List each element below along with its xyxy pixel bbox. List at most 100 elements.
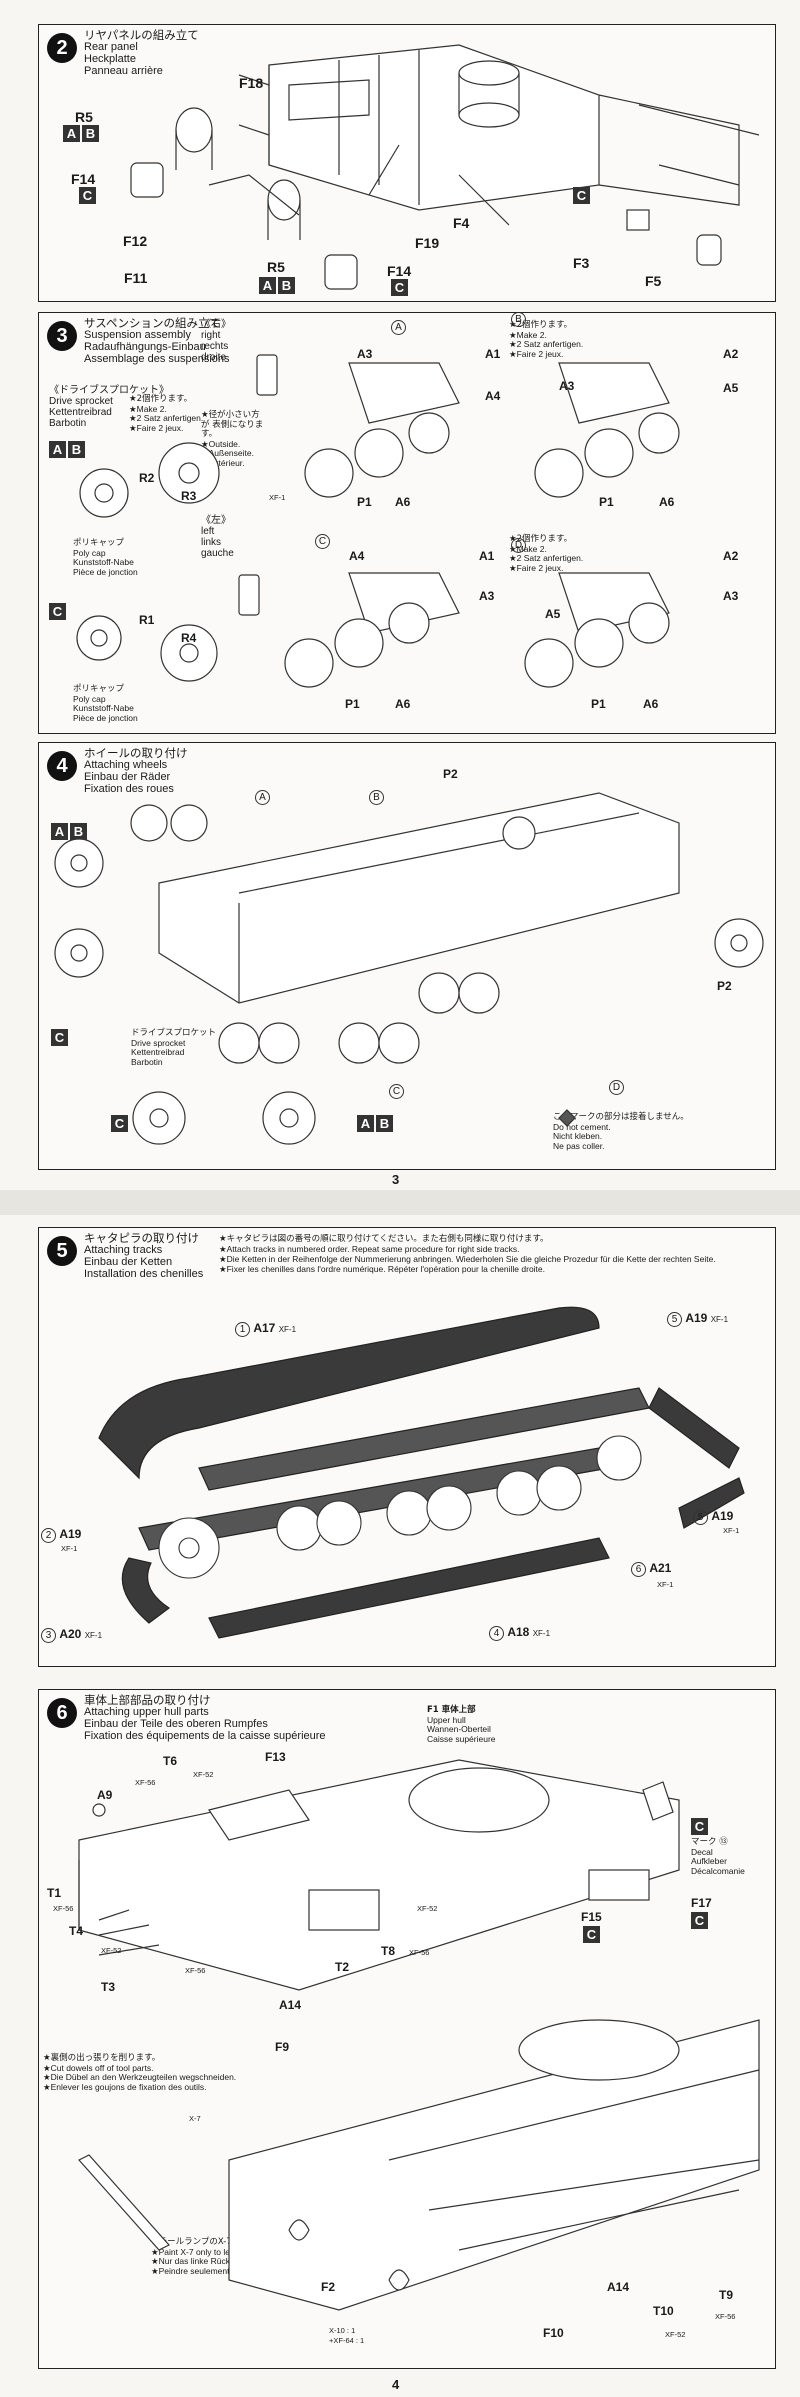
paint-label-x7: X-7	[189, 2114, 201, 2123]
track-label-5-top: 5 A19 XF-1	[667, 1312, 728, 1327]
part-label-t1: T1	[47, 1886, 62, 1900]
make-two-note: ★2個作ります。 ★Make 2. ★2 Satz anfertigen. ★F…	[129, 394, 204, 433]
paint-label-xf52: XF-52	[665, 2330, 686, 2339]
part-label-p1: P1	[357, 495, 372, 509]
step-number: 2	[47, 33, 77, 63]
instruction-page-3: 2 リヤパネルの組み立て Rear panel Heckplatte Panne…	[0, 0, 800, 1190]
paint-label-xf56: XF-56	[409, 1948, 430, 1957]
rear-panel-diagram	[130, 44, 760, 290]
part-label-f9: F9	[275, 2040, 290, 2054]
step-2-panel: 2 リヤパネルの組み立て Rear panel Heckplatte Panne…	[38, 24, 776, 302]
part-label-f11: F11	[124, 270, 148, 286]
part-label-a5: A5	[545, 607, 561, 621]
step-title: ホイールの取り付け Attaching wheels Einbau der Rä…	[84, 746, 188, 795]
part-label-p1: P1	[345, 697, 360, 711]
suspension-diagram	[76, 354, 680, 688]
paint-label-xf56: XF-56	[53, 1904, 74, 1913]
part-label-t2: T2	[335, 1960, 350, 1974]
paint-label-xf64: +XF-64 : 1	[329, 2336, 365, 2345]
part-label-a4: A4	[349, 549, 365, 563]
part-label-f19: F19	[415, 235, 440, 251]
version-box-c: C	[51, 1029, 70, 1047]
part-label-a9: A9	[97, 1788, 113, 1802]
track-label-6: 6 A21	[631, 1562, 671, 1577]
subassembly-c-marker: C	[389, 1081, 404, 1099]
track-label-1: 1 A17 XF-1	[235, 1322, 296, 1337]
version-box-c: C	[691, 1818, 710, 1836]
part-label-a5: A5	[723, 381, 739, 395]
part-label-r2: R2	[139, 471, 155, 485]
part-label-p1: P1	[599, 495, 614, 509]
version-box-c: C	[49, 603, 68, 621]
part-label-a6: A6	[643, 697, 659, 711]
part-label-a2: A2	[723, 347, 739, 361]
part-label-a14: A14	[279, 1998, 302, 2012]
sprocket-r4	[160, 624, 218, 682]
step-5-panel: 5 キャタピラの取り付け Attaching tracks Einbau der…	[38, 1227, 776, 1667]
part-label-t10: T10	[653, 2304, 674, 2318]
tracks-diagram	[98, 1306, 745, 1639]
poly-cap-caption: ポリキャップ Poly cap Kunststoff-Nabe Pièce de…	[73, 538, 138, 577]
instruction-page-4: 5 キャタピラの取り付け Attaching tracks Einbau der…	[0, 1215, 800, 2397]
cut-dowels-note: ★裏側の出っ張りを削ります。 ★Cut dowels off of tool p…	[43, 2053, 237, 2092]
part-label-a3: A3	[559, 379, 575, 393]
step-title: サスペンションの組み立て Suspension assembly Radaufh…	[84, 316, 230, 365]
track-label-2: 2 A19	[41, 1528, 81, 1543]
subassembly-a-marker: A	[255, 787, 270, 805]
paint-label-xf52: XF-52	[193, 1770, 214, 1779]
part-label-p2: P2	[443, 767, 458, 781]
part-label-f13: F13	[265, 1750, 286, 1764]
make-two-note-b: ★2個作ります。 ★Make 2. ★2 Satz anfertigen. ★F…	[509, 320, 584, 359]
part-label-a6: A6	[659, 495, 675, 509]
track-label-4: 4 A18 XF-1	[489, 1626, 550, 1641]
version-box-c: C	[691, 1912, 710, 1930]
step-title: 車体上部部品の取り付け Attaching upper hull parts E…	[84, 1693, 326, 1742]
subassembly-b-marker: B	[369, 787, 384, 805]
part-label-r1: R1	[139, 613, 155, 627]
subassembly-d-marker: D	[511, 535, 526, 553]
track-order-note: ★キャタピラは図の番号の順に取り付けてください。また右側も同様に取り付けます。 …	[219, 1234, 716, 1274]
right-side-caption: 《右》 right rechts droite	[201, 319, 231, 363]
subassembly-c-marker: C	[315, 531, 330, 549]
part-label-f4: F4	[453, 215, 470, 231]
hub-r1	[76, 615, 122, 661]
part-label-f14: F14	[387, 263, 412, 279]
part-label-f3: F3	[573, 255, 590, 271]
step-number: 5	[47, 1236, 77, 1266]
step-number: 4	[47, 751, 77, 781]
poly-cap-caption: ポリキャップ Poly cap Kunststoff-Nabe Pièce de…	[73, 684, 138, 723]
part-label-a6: A6	[395, 697, 411, 711]
part-label-r5: R5	[267, 259, 285, 275]
version-box-c: C	[583, 1926, 602, 1944]
part-label-f18: F18	[239, 75, 264, 91]
no-cement-note: このマークの部分は接着しません。 Do not cement. Nicht kl…	[553, 1112, 689, 1151]
part-label-r3: R3	[181, 489, 197, 503]
left-side-caption: 《左》 left links gauche	[201, 515, 234, 559]
part-label-a6: A6	[395, 495, 411, 509]
part-label-t8: T8	[381, 1944, 396, 1958]
subassembly-b-marker: B	[511, 313, 526, 327]
outside-note: ★径が小さい方が 表側になります。 ★Outside. ★Außenseite.…	[201, 410, 264, 468]
step-title: リヤパネルの組み立て Rear panel Heckplatte Panneau…	[84, 28, 199, 77]
paint-label-xf56: XF-56	[715, 2312, 736, 2321]
paint-label-xf52: XF-52	[101, 1946, 122, 1955]
part-label-t4: T4	[69, 1924, 84, 1938]
part-label-f12: F12	[123, 233, 148, 249]
upper-hull-diagram	[78, 1759, 760, 2311]
step-4-panel: 4 ホイールの取り付け Attaching wheels Einbau der …	[38, 742, 776, 1170]
version-box-c: C	[111, 1115, 130, 1133]
version-box-c: C	[79, 187, 98, 205]
paint-label-xf1: XF-1	[723, 1526, 740, 1535]
paint-label-xf1: XF-1	[657, 1580, 674, 1589]
part-label-f14: F14	[71, 171, 96, 187]
paint-label-xf1: XF-1	[61, 1544, 78, 1553]
sprocket-r3	[158, 442, 220, 504]
version-box-c: C	[391, 279, 410, 297]
part-label-t9: T9	[719, 2288, 734, 2302]
part-label-t3: T3	[101, 1980, 116, 1994]
drive-sprocket-caption: ドライブスプロケット Drive sprocket Kettentreibrad…	[131, 1028, 217, 1067]
page-number: 3	[392, 1172, 400, 1187]
